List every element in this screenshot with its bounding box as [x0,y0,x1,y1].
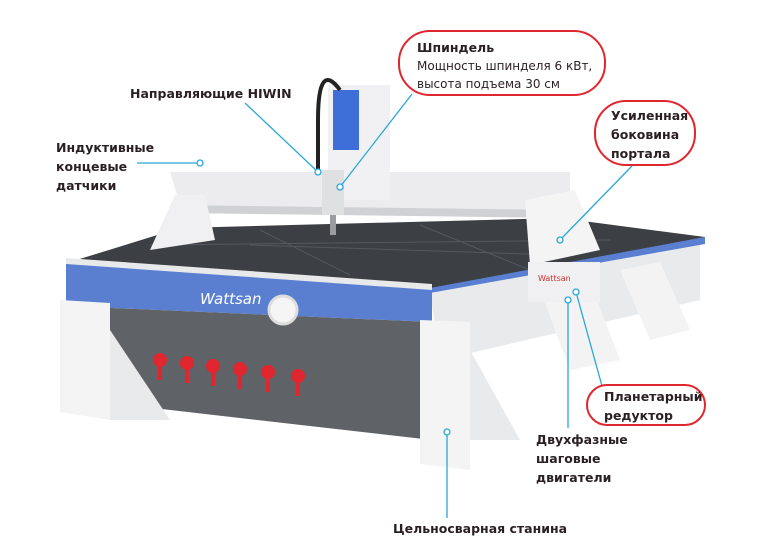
gearbox-label: Планетарный редуктор [604,387,704,425]
label-line: портала [611,146,671,161]
spindle-callout: Шпиндель Мощность шпинделя 6 кВт, высота… [398,30,606,96]
label-line: Индуктивные [56,140,155,155]
gantry-left-side [150,195,215,250]
portal-side-label: Усиленная боковина портала [611,106,694,163]
spindle-desc-2: высота подъема 30 см [417,77,560,91]
blue-cylinders [333,90,359,150]
spindle-desc-1: Мощность шпинделя 6 кВт, [417,59,593,73]
label-frame: Цельносварная станина [393,521,568,536]
label-line: Двухфазные [536,432,628,447]
gearbox-callout: Планетарный редуктор [586,384,706,426]
spindle [322,170,344,215]
label-guides: Направляющие HIWIN [130,86,292,101]
label-line: шаговые [536,451,601,466]
label-line: двигатели [536,470,612,485]
spindle-title: Шпиндель [417,40,495,55]
right-leg-2 [540,282,620,370]
pressure-gauge [267,294,299,326]
label-line: Планетарный [604,389,703,404]
callout-lines [137,93,633,518]
label-motors: Двухфазные шаговые двигатели [536,430,628,487]
red-valves [153,353,305,396]
front-blue-band [66,262,432,322]
front-right-leg [420,320,470,470]
label-sensors: Индуктивные концевые датчики [56,138,154,195]
gearbox-housing [528,262,600,302]
right-leg [620,262,690,340]
label-line: боковина [611,127,680,142]
portal-side-callout: Усиленная боковина портала [594,100,696,166]
brand-plate: Wattsan [538,274,571,283]
label-line: редуктор [604,408,673,423]
label-line: концевые [56,159,128,174]
brand-logo: Wattsan [200,290,262,308]
front-left-leg [60,300,110,420]
label-line: Усиленная [611,108,689,123]
label-line: датчики [56,178,117,193]
gantry-right-side [525,190,600,265]
